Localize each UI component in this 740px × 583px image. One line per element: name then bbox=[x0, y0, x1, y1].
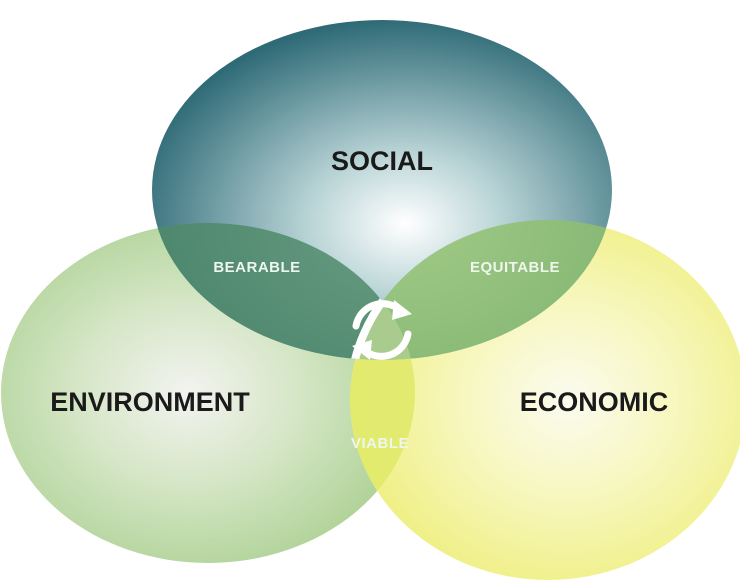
social-label: SOCIAL bbox=[331, 146, 433, 176]
equitable-label: EQUITABLE bbox=[470, 259, 560, 276]
recycle-cycle-icon bbox=[352, 300, 412, 360]
economic-label: ECONOMIC bbox=[520, 387, 669, 417]
bearable-label: BEARABLE bbox=[213, 259, 300, 276]
environment-label: ENVIRONMENT bbox=[50, 387, 250, 417]
bearable-overlap bbox=[152, 223, 415, 360]
equitable-overlap bbox=[350, 220, 612, 360]
viable-label: VIABLE bbox=[351, 435, 409, 452]
